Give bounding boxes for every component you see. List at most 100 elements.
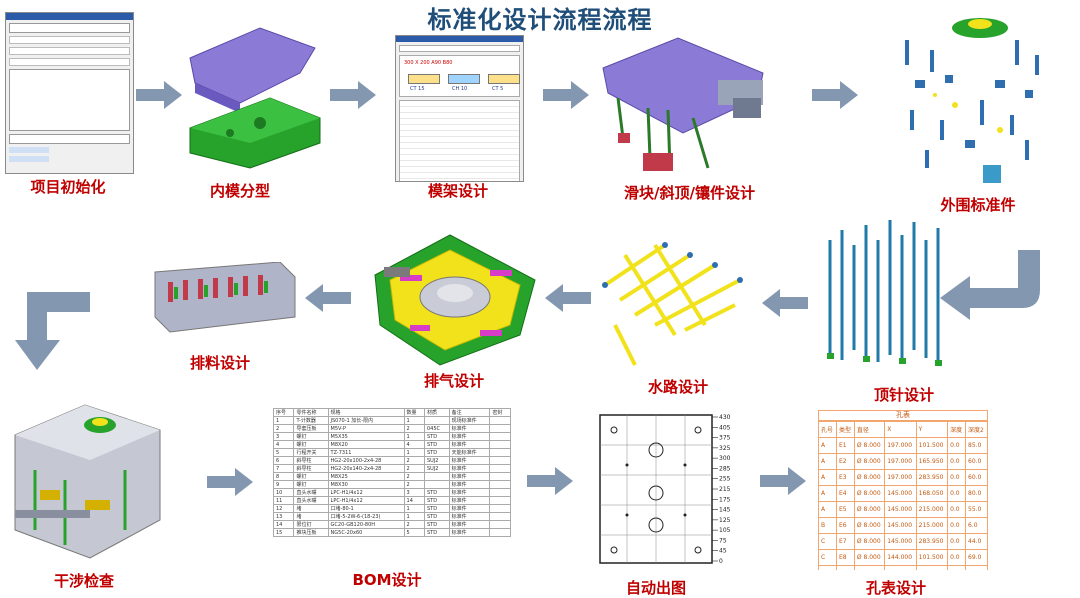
hole-cell: 85.0 [965,437,988,454]
hole-cell: Ø 8.000 [853,453,886,470]
project-init-window [5,12,134,174]
hole-cell: A [818,437,837,454]
bom-cell: LPC-H1/4x12 [327,496,405,505]
step-label-water: 水路设计 [647,378,708,396]
hole-cell: C [818,533,837,550]
bom-cell: STD [424,504,450,513]
dim-label: 125 [719,517,731,524]
hole-cell: E2 [835,453,855,470]
bom-cell: HG2-20x100-2x4-28 [327,456,405,465]
bom-cell: 标准件 [448,480,491,489]
hole-cell: 0.0 [947,437,967,454]
arrow-right-4 [812,81,858,109]
step-label-bom: BOM设计 [352,571,422,589]
hole-cell: C [818,565,837,570]
bom-cell: M8X30 [327,480,405,489]
bom-cell: GC20-GB120-80H [327,520,405,529]
bom-cell: T-计数器 [293,416,329,425]
hole-cell: C [818,549,837,566]
hole-cell: 0.0 [947,453,967,470]
dim-label: 215 [719,486,731,493]
bom-cell: 标准件 [448,464,491,473]
hole-cell: 145.000 [884,485,917,502]
bom-cell: 堵 [293,512,329,521]
bom-cell: 4 [403,440,426,449]
bom-cell: 导套压板 [293,424,329,433]
bom-cell: 口堵-5-2W-6-(18-23) [327,512,405,521]
bom-cell: 标准件 [448,456,491,465]
hole-cell: 101.500 [915,549,949,566]
hole-cell: 215.000 [915,501,949,518]
hole-cell: 0.0 [947,565,967,570]
hole-cell: 144.000 [884,549,917,566]
hole-cell: 0.0 [947,469,967,486]
arrow-left-2 [545,284,591,312]
dim-label: 45 [719,548,727,555]
bom-cell: 标准件 [448,488,491,497]
bom-cell: M5V-P [327,424,405,433]
dim-label: 0 [719,558,723,565]
bom-cell: 2 [403,520,426,529]
bom-cell [489,520,511,529]
slider-lifter-model [602,37,764,171]
hole-header-cell: 孔号 [818,421,837,438]
bom-cell: 2 [403,472,426,481]
bom-cell: 标准件 [448,432,491,441]
hole-cell: Ø 8.000 [853,549,886,566]
bom-header-cell: 数量 [403,408,426,417]
dim-label: 325 [719,445,731,452]
bom-cell: 行程开关 [293,448,329,457]
bom-cell: M5X35 [327,432,405,441]
arrow-curve-down [940,250,1040,320]
bom-cell: 天能标准件 [448,448,491,457]
arrow-left-1 [762,289,808,317]
arrow-right-3 [543,81,589,109]
frame-ct-label-3: CT 5 [492,86,504,92]
bom-cell: 9 [273,480,295,489]
arrow-right-5 [207,468,253,496]
dim-label: 175 [719,496,731,503]
step-label-slider: 滑块/斜顶/镶件设计 [624,184,755,202]
dim-label: 405 [719,424,731,431]
hole-header-cell: 类型 [835,421,855,438]
hole-cell: 44.0 [965,533,988,550]
frame-plate-text: 300 X 200 A90 B80 [404,60,453,66]
ejector-pin-model [827,220,942,366]
bom-cell: 标准件 [448,496,491,505]
hole-cell: Ø 8.000 [853,469,886,486]
bom-cell [424,480,450,489]
mold-frame-window: 300 X 200 A90 B80 CT 15 CH 10 CT 5 [395,35,524,182]
arrow-right-6 [527,467,573,495]
bom-cell [489,456,511,465]
bom-cell [489,432,511,441]
bom-header-cell: 密封 [489,408,511,417]
hole-cell: 80.0 [965,485,988,502]
bom-cell: 标准件 [448,440,491,449]
bom-cell [424,472,450,481]
dim-label: 75 [719,537,727,544]
bom-cell: TZ-7311 [327,448,405,457]
hole-cell: 215.000 [915,517,949,534]
bom-cell: SUJ2 [424,456,450,465]
hole-cell: E6 [835,517,855,534]
bom-cell: 1 [403,448,426,457]
bom-cell: 1 [403,432,426,441]
hole-cell: E3 [835,469,855,486]
bom-header-cell: 零件名称 [293,408,329,417]
hole-header-cell: 深度 [947,421,967,438]
bom-cell: 1 [273,416,295,425]
dim-label: 105 [719,527,731,534]
bom-cell: 14 [403,496,426,505]
bom-cell: 7 [273,464,295,473]
bom-header-cell: 序号 [273,408,295,417]
bom-cell: 2 [403,424,426,433]
hole-header-cell: 深度2 [965,421,988,438]
bom-cell: 螺钉 [293,440,329,449]
